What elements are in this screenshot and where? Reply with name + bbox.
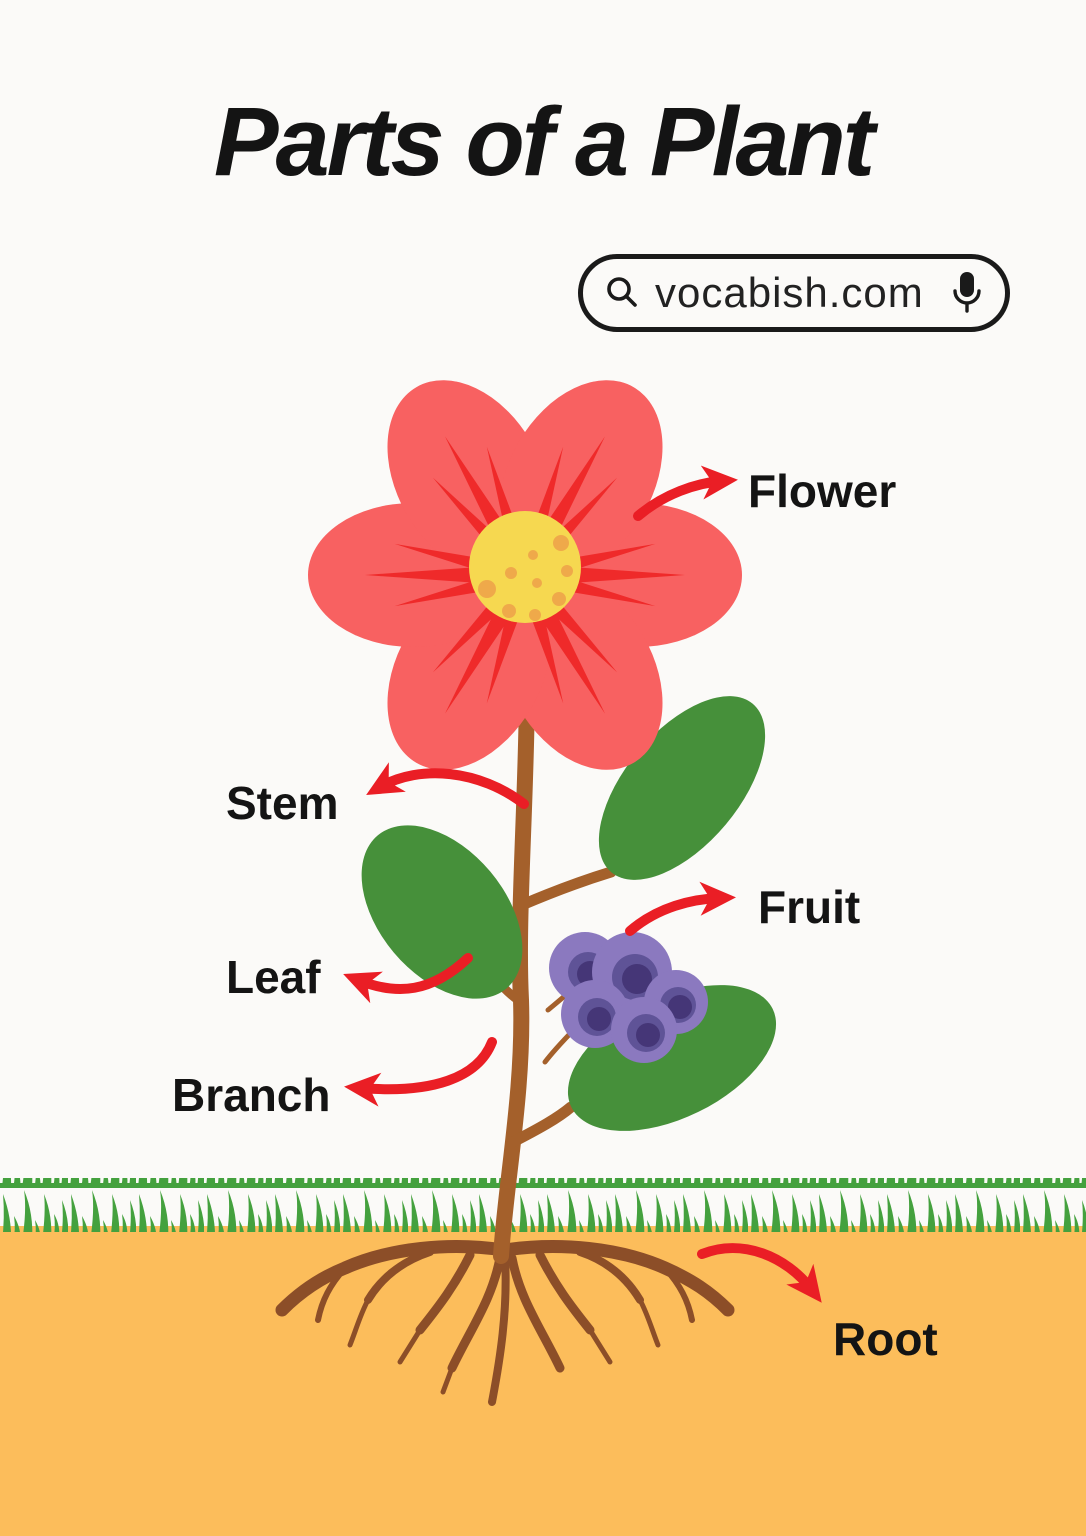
flower-arrow: [633, 465, 738, 521]
fruit-arrow: [625, 881, 736, 936]
root-arrow: [697, 1243, 822, 1303]
root-label: Root: [833, 1313, 938, 1365]
search-bar: vocabish.com: [578, 254, 1010, 332]
flower-label: Flower: [748, 465, 897, 517]
leaf-left: [361, 825, 523, 999]
stem-arrow: [366, 762, 529, 809]
leaf-upper-right: [598, 696, 766, 880]
branch-label: Branch: [172, 1069, 331, 1121]
flower-illustration: [308, 351, 742, 799]
grass-strip: [0, 1178, 1086, 1232]
website-url: vocabish.com: [655, 269, 924, 316]
fruit-berries-illustration: [549, 932, 708, 1063]
leaf-label: Leaf: [226, 951, 321, 1003]
stem-label: Stem: [226, 777, 339, 829]
roots-illustration: [275, 1240, 735, 1406]
branch-arrow: [344, 1037, 497, 1107]
annotation-arrows: [343, 465, 822, 1303]
soil-ground: [0, 1226, 1086, 1536]
page-title: Parts of a Plant: [213, 87, 875, 196]
microphone-icon: [953, 272, 981, 313]
fruit-label: Fruit: [758, 881, 861, 933]
leaf-arrow: [343, 953, 473, 1004]
search-icon: [607, 277, 637, 307]
